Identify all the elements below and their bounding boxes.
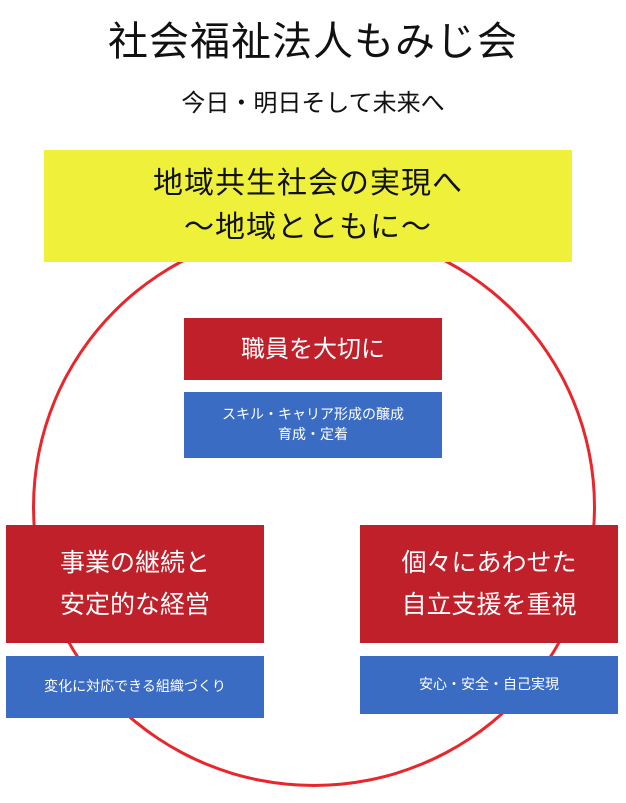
management-detail: 変化に対応できる組織づくり [44,679,226,695]
page-title: 社会福祉法人もみじ会 [108,19,518,65]
staff-detail-line2: 育成・定着 [278,427,348,443]
management-heading-line1: 事業の継続と [59,548,210,577]
support-detail-box: 安心・安全・自己実現 [360,656,618,714]
support-heading-box: 個々にあわせた 自立支援を重視 [360,525,618,643]
page-subtitle: 今日・明日そして未来へ [181,89,445,117]
mission-banner-line1: 地域共生社会の実現へ [153,166,463,201]
management-detail-box: 変化に対応できる組織づくり [6,656,264,718]
mission-banner-line2: 〜地域とともに〜 [184,210,432,245]
support-heading-line1: 個々にあわせた [401,548,577,577]
support-heading-line2: 自立支援を重視 [401,590,577,619]
staff-heading-box: 職員を大切に [184,318,442,380]
staff-detail-box: スキル・キャリア形成の醸成 育成・定着 [184,392,442,458]
support-detail: 安心・安全・自己実現 [419,677,559,693]
mission-banner: 地域共生社会の実現へ 〜地域とともに〜 [44,150,572,262]
staff-detail-line1: スキル・キャリア形成の醸成 [222,407,404,423]
management-heading-line2: 安定的な経営 [59,590,210,619]
staff-heading: 職員を大切に [241,335,385,363]
management-heading-box: 事業の継続と 安定的な経営 [6,525,264,643]
